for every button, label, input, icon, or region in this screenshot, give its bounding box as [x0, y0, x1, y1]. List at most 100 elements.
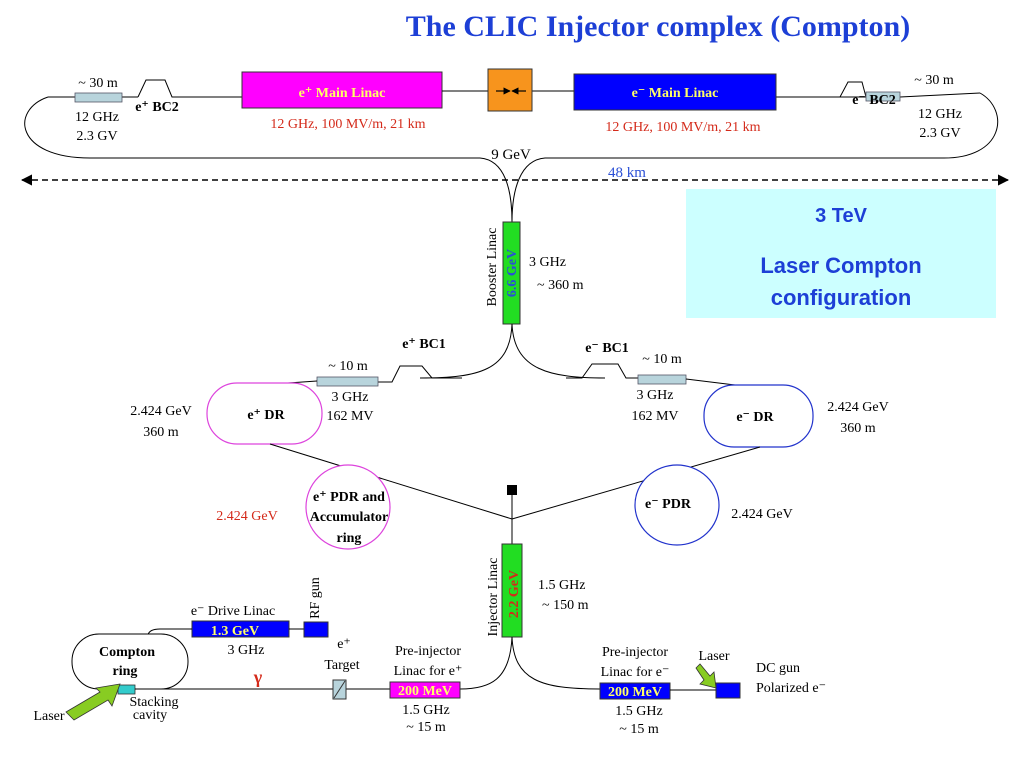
- positron-pdr-label-3: ring: [337, 531, 362, 546]
- bc1-positron-label: e⁺ BC1: [402, 337, 446, 352]
- gamma-label: γ: [253, 667, 263, 687]
- dc-gun-label-2: Polarized e⁻: [756, 681, 826, 696]
- target-slash: [333, 680, 346, 699]
- positron-main-linac-label: e⁺ Main Linac: [299, 86, 386, 101]
- info-box-line2: Laser Compton: [760, 253, 921, 278]
- electron-main-linac: [573, 73, 777, 111]
- injector-linac-label: Injector Linac: [486, 558, 501, 637]
- drive-linac-label: e⁻ Drive Linac: [191, 604, 275, 619]
- target-label-2: Target: [324, 658, 359, 673]
- booster-freq: 3 GHz: [529, 255, 566, 270]
- top-ring-beamline: [511, 92, 999, 223]
- injector-freq: 1.5 GHz: [538, 578, 585, 593]
- bc1-electron-freq: 3 GHz: [637, 388, 674, 403]
- bc1-electron-voltage: 162 MV: [631, 409, 678, 424]
- beamline-dr-to-junction-right: [511, 446, 761, 520]
- positron-pdr-label-1: e⁺ PDR and: [313, 490, 385, 505]
- bc2-chicane-right: [776, 81, 867, 98]
- top-ring-beamline-left: [24, 96, 513, 223]
- bc1-electron-length: ~ 10 m: [642, 352, 682, 367]
- booster-linac-energy: 6.6 GeV: [505, 249, 520, 297]
- positron-pdr-ring: [305, 464, 391, 550]
- beamline-injector-to-electron: [511, 636, 601, 690]
- positron-dr-label: e⁺ DR: [247, 408, 285, 423]
- rf-gun-label: RF gun: [308, 577, 323, 619]
- electron-dr-label: e⁻ DR: [736, 410, 774, 425]
- compton-ring: [71, 633, 189, 690]
- bc2-electron-freq: 12 GHz: [918, 107, 962, 122]
- bc1-positron-module: [316, 376, 379, 387]
- positron-main-linac: [241, 71, 443, 109]
- electron-pdr-energy: 2.424 GeV: [731, 507, 792, 522]
- drive-linac-freq: 3 GHz: [228, 643, 265, 658]
- positron-dr-circ: 360 m: [143, 425, 179, 440]
- interaction-point: [487, 68, 533, 112]
- dc-gun: [715, 682, 741, 699]
- preinj-positron-energy: 200 MeV: [398, 684, 452, 699]
- energy-9gev: 9 GeV: [491, 147, 531, 163]
- bc1-positron-chicane: [378, 365, 462, 383]
- preinj-positron-label-1: Pre-injector: [395, 644, 461, 659]
- laser-left-label: Laser: [33, 709, 64, 724]
- preinj-electron-length: ~ 15 m: [619, 722, 659, 737]
- positron-damping-ring: [206, 382, 323, 445]
- electron-pdr-label: e⁻ PDR: [645, 497, 692, 512]
- positron-pdr-label-2: Accumulator: [310, 510, 389, 525]
- bc1-positron-length: ~ 10 m: [328, 359, 368, 374]
- beamline-segment: [899, 92, 981, 98]
- page-title: The CLIC Injector complex (Compton): [406, 10, 910, 43]
- stacking-label-2: cavity: [133, 708, 167, 723]
- injector-linac-energy: 2.2 GeV: [507, 570, 522, 618]
- preinj-electron-label-1: Pre-injector: [602, 645, 668, 660]
- bc2-electron-length: ~ 30 m: [914, 73, 954, 88]
- preinj-electron-freq: 1.5 GHz: [615, 704, 662, 719]
- preinj-electron-label-2: Linac for e⁻: [601, 665, 670, 680]
- bc1-electron-label: e⁻ BC1: [585, 341, 629, 356]
- electron-dr-energy: 2.424 GeV: [827, 400, 888, 415]
- positron-pdr-energy: 2.424 GeV: [216, 509, 277, 524]
- bc2-electron-module: [865, 91, 901, 102]
- bc2-positron-label: e⁺ BC2: [135, 100, 179, 115]
- beamline-injector-to-positron: [459, 636, 513, 690]
- preinj-electron-linac: [599, 682, 671, 700]
- positron-dr-energy: 2.424 GeV: [130, 404, 191, 419]
- info-box-energy: 3 TeV: [815, 205, 868, 227]
- distance-label: 48 km: [608, 165, 646, 181]
- dc-gun-label-1: DC gun: [756, 661, 800, 676]
- bc2-positron-freq: 12 GHz: [75, 110, 119, 125]
- electron-main-linac-params: 12 GHz, 100 MV/m, 21 km: [605, 120, 760, 135]
- bc2-positron-voltage: 2.3 GV: [76, 129, 117, 144]
- bc1-positron-voltage: 162 MV: [326, 409, 373, 424]
- preinj-electron-energy: 200 MeV: [608, 685, 662, 700]
- bc2-electron-voltage: 2.3 GV: [919, 126, 960, 141]
- bc1-electron-chicane: [566, 363, 638, 379]
- rf-gun: [303, 621, 329, 638]
- booster-linac-label: Booster Linac: [485, 228, 500, 307]
- laser-right-label: Laser: [698, 649, 729, 664]
- bc2-electron-label: e⁻ BC2: [852, 93, 896, 108]
- bc2-positron-length: ~ 30 m: [78, 76, 118, 91]
- booster-length: ~ 360 m: [537, 278, 584, 293]
- bc1-electron-module: [637, 374, 687, 385]
- compton-ring-label-2: ring: [113, 664, 138, 679]
- stacking-cavity: [117, 684, 136, 695]
- laser-arrow-left-icon: [65, 683, 121, 721]
- info-box: [686, 189, 996, 318]
- bc2-chicane-left: [137, 79, 242, 98]
- stacking-label-1: Stacking: [130, 695, 179, 710]
- electron-main-linac-label: e⁻ Main Linac: [632, 86, 719, 101]
- preinj-positron-linac: [389, 681, 461, 699]
- preinj-positron-length: ~ 15 m: [406, 720, 446, 735]
- beamline-to-electron-bc1: [511, 323, 606, 379]
- beamline-dr-to-junction-left: [269, 443, 513, 520]
- injector-length: ~ 150 m: [542, 598, 589, 613]
- beam-dump: [507, 485, 517, 495]
- drive-linac-energy: 1.3 GeV: [211, 624, 259, 639]
- preinj-positron-label-2: Linac for e⁺: [394, 664, 463, 679]
- compton-ring-label-1: Compton: [99, 645, 155, 660]
- preinj-positron-freq: 1.5 GHz: [402, 703, 449, 718]
- target-label-1: e⁺: [337, 637, 351, 652]
- info-box-line3: configuration: [771, 285, 912, 310]
- bc2-positron-module: [74, 92, 123, 103]
- bc1-positron-freq: 3 GHz: [332, 390, 369, 405]
